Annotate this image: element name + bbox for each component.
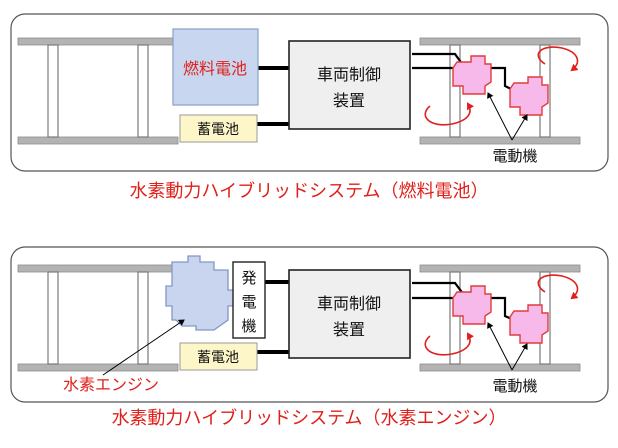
controller-label-line2: 装置 <box>333 91 365 110</box>
controller-label-line1: 車両制御 <box>317 294 381 313</box>
generator-char-2: 電 <box>241 293 256 311</box>
vehicle-controller-box <box>288 269 411 359</box>
generator-char-3: 機 <box>241 317 256 335</box>
generator-box <box>232 261 266 339</box>
caption-hydrogen-engine: 水素動力ハイブリッドシステム（水素エンジン） <box>111 407 506 429</box>
controller-label-line1: 車両制御 <box>317 65 381 84</box>
generator-char-1: 発 <box>241 269 256 287</box>
rotation-arrow-1 <box>424 332 475 356</box>
controller-label-line2: 装置 <box>333 320 365 339</box>
battery-label: 蓄電池 <box>197 122 239 138</box>
hydrogen-engine-shape <box>165 255 235 331</box>
panel-fuel-cell: 燃料電池 蓄電池 車両制御 装置 電動機 <box>10 13 609 172</box>
fuel-cell-box <box>172 28 259 106</box>
rotation-arrow-2 <box>537 274 579 300</box>
caption-fuel-cell: 水素動力ハイブリッドシステム（燃料電池） <box>129 180 488 202</box>
battery-box <box>179 342 258 371</box>
battery-label: 蓄電池 <box>197 350 239 366</box>
motor-label: 電動機 <box>492 377 537 395</box>
vehicle-controller-box <box>288 40 411 130</box>
rotation-arrow-1 <box>424 102 475 126</box>
hydrogen-engine-label: 水素エンジン <box>63 375 159 394</box>
battery-box <box>179 114 258 143</box>
motor-label: 電動機 <box>492 147 537 165</box>
panel-hydrogen-engine: 発 電 機 蓄電池 車両制御 装置 水素エンジン 電動機 <box>10 246 609 403</box>
fuel-cell-label: 燃料電池 <box>183 59 247 78</box>
rotation-arrow-2 <box>537 46 579 72</box>
